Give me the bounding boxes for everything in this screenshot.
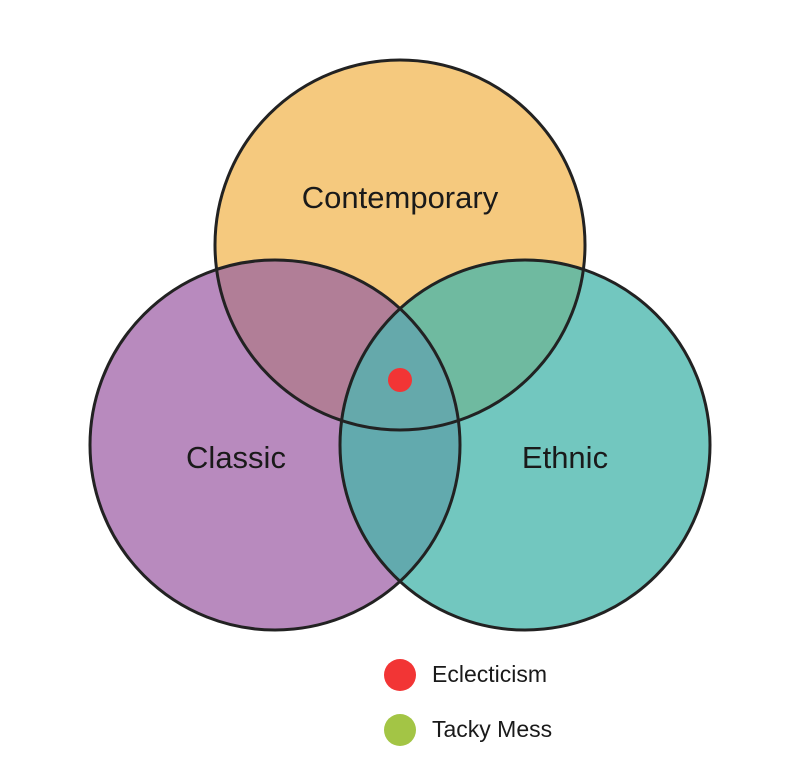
classic-label: Classic bbox=[186, 440, 286, 475]
legend-dot-tacky-mess bbox=[384, 714, 416, 746]
eclecticism-marker bbox=[388, 368, 412, 392]
legend-dot-eclecticism bbox=[384, 659, 416, 691]
legend: Eclecticism Tacky Mess bbox=[384, 659, 552, 746]
ethnic-outline bbox=[338, 258, 712, 632]
contemporary-outline bbox=[213, 58, 587, 432]
contemporary-label: Contemporary bbox=[302, 180, 499, 215]
legend-label-tacky-mess: Tacky Mess bbox=[432, 716, 552, 742]
classic-outline bbox=[88, 258, 462, 632]
legend-label-eclecticism: Eclecticism bbox=[432, 661, 547, 687]
ethnic-label: Ethnic bbox=[522, 440, 608, 475]
center-overlap bbox=[340, 260, 460, 430]
